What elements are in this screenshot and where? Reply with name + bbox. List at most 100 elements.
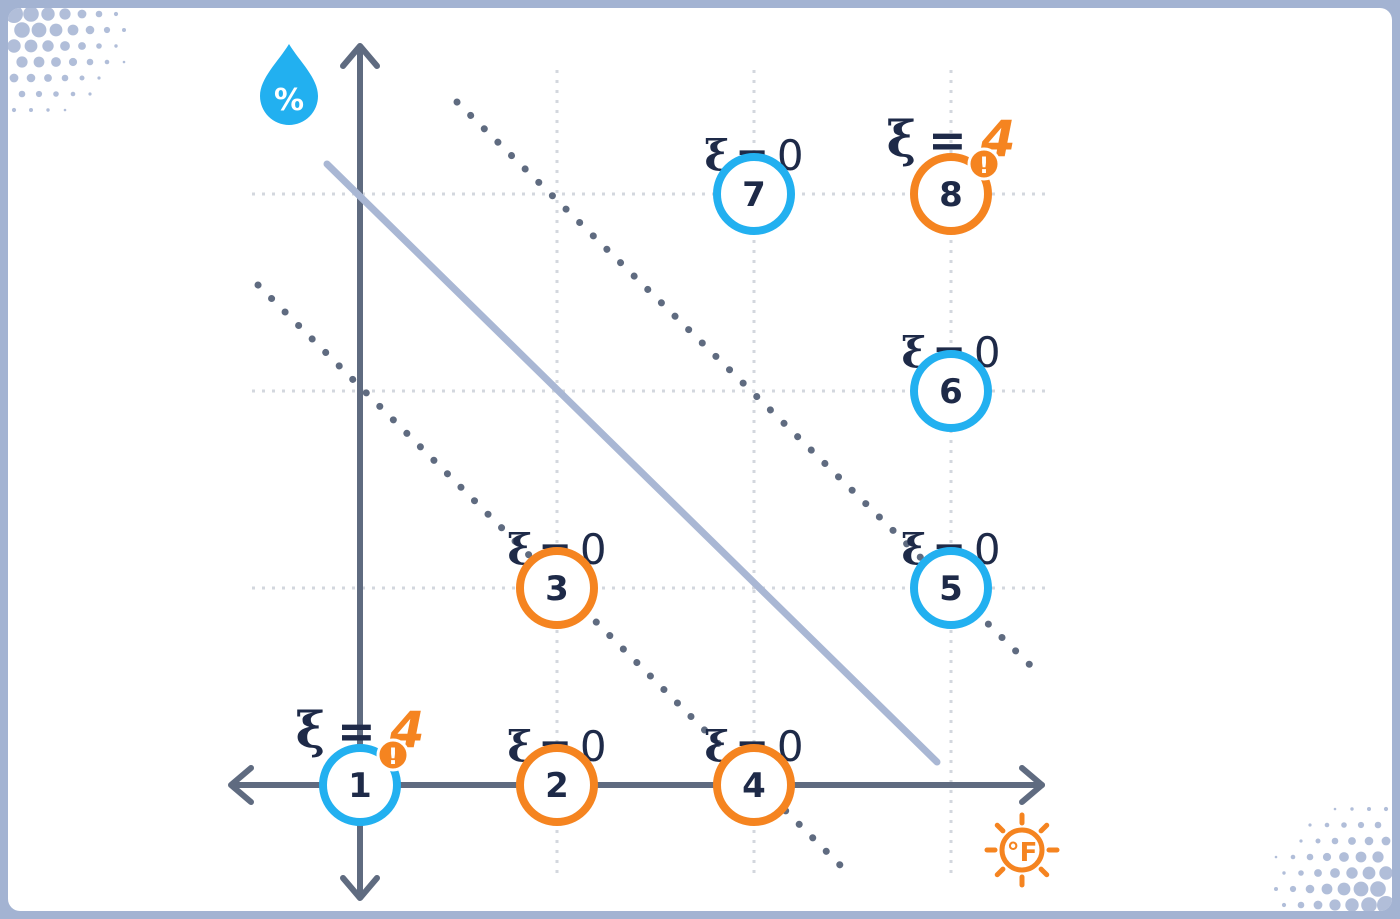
halftone-dot xyxy=(95,10,103,18)
svm-soft-margin-diagram: % °F ξ=41!ξ=02ξ=03ξ=04ξ=05ξ=06ξ=07ξ=48! xyxy=(8,8,1392,911)
point-ring xyxy=(910,350,992,432)
halftone-dot xyxy=(63,108,67,112)
halftone-dot xyxy=(122,60,126,64)
halftone-dot xyxy=(26,73,36,83)
halftone-dot xyxy=(1315,838,1321,844)
sun-ray xyxy=(994,866,1006,878)
halftone-dot xyxy=(59,8,71,20)
x-axis-arrow-right xyxy=(1019,765,1045,805)
halftone-dot xyxy=(31,22,47,38)
halftone-dot xyxy=(1308,823,1312,827)
halftone-dot xyxy=(1282,871,1286,875)
halftone-dot xyxy=(1289,885,1297,893)
y-axis-icon-label: % xyxy=(274,83,304,118)
point-number: 1 xyxy=(348,766,372,806)
halftone-dot xyxy=(88,92,92,96)
halftone-dot xyxy=(60,41,70,51)
halftone-dot xyxy=(1324,822,1330,828)
halftone-dot xyxy=(77,9,87,19)
halftone-dot xyxy=(1357,821,1365,829)
point-ring xyxy=(319,744,401,826)
data-points: ξ=41!ξ=02ξ=03ξ=04ξ=05ξ=06ξ=07ξ=48! xyxy=(296,109,1015,826)
halftone-dot xyxy=(85,25,95,35)
halftone-dot xyxy=(1290,854,1296,860)
temperature-fahrenheit-sun-icon: °F xyxy=(984,812,1060,888)
halftone-dot xyxy=(1370,881,1386,897)
halftone-dot xyxy=(1348,837,1356,845)
point-ring xyxy=(910,153,992,235)
halftone-dot xyxy=(1306,853,1314,861)
halftone-dot xyxy=(8,8,23,23)
halftone-decoration-bottom-right xyxy=(1274,806,1392,911)
point-ring xyxy=(910,547,992,629)
halftone-dot xyxy=(1313,900,1323,910)
halftone-dot xyxy=(96,43,102,49)
point-number: 3 xyxy=(545,569,569,609)
halftone-dot xyxy=(11,107,17,113)
halftone-dot xyxy=(1322,852,1332,862)
diagram-frame: % °F ξ=41!ξ=02ξ=03ξ=04ξ=05ξ=06ξ=07ξ=48! xyxy=(8,8,1392,911)
halftone-dot xyxy=(68,57,78,67)
halftone-dot xyxy=(104,59,110,65)
point-number: 2 xyxy=(545,766,569,806)
sun-ray xyxy=(994,822,1006,834)
data-point-2: ξ=02 xyxy=(507,722,607,826)
halftone-dot xyxy=(70,91,76,97)
halftone-dot xyxy=(114,44,118,48)
humidity-percent-drop-icon: % xyxy=(260,44,318,125)
halftone-dot xyxy=(1333,807,1337,811)
point-number: 6 xyxy=(939,372,963,412)
halftone-dot xyxy=(97,76,101,80)
halftone-dot xyxy=(1339,852,1349,862)
halftone-dot xyxy=(61,74,69,82)
halftone-dot xyxy=(122,28,126,32)
violation-badge-icon: ! xyxy=(376,738,410,772)
data-point-6: ξ=06 xyxy=(901,328,1001,432)
halftone-dot xyxy=(44,74,52,82)
halftone-dot xyxy=(1346,867,1358,879)
halftone-dot xyxy=(53,91,59,97)
halftone-dot xyxy=(113,11,119,17)
halftone-dot xyxy=(1364,836,1374,846)
halftone-dot xyxy=(1381,836,1391,846)
violation-mark: ! xyxy=(979,154,989,179)
halftone-dot xyxy=(1361,897,1377,911)
point-number: 4 xyxy=(742,766,766,806)
halftone-dot xyxy=(1305,884,1315,894)
data-point-8: ξ=48! xyxy=(887,109,1015,235)
halftone-dot xyxy=(1337,882,1351,896)
grid-lines xyxy=(252,70,1048,880)
halftone-dot xyxy=(1281,902,1287,908)
halftone-dot xyxy=(1353,881,1369,897)
point-number: 7 xyxy=(742,175,766,215)
halftone-dot xyxy=(86,58,94,66)
point-ring xyxy=(713,744,795,826)
point-number: 5 xyxy=(939,569,963,609)
halftone-dot xyxy=(9,73,19,83)
halftone-dot xyxy=(33,56,45,68)
halftone-dot xyxy=(1274,855,1278,859)
x-axis-arrow-left xyxy=(228,765,254,805)
halftone-dot xyxy=(1355,851,1367,863)
halftone-dot xyxy=(29,108,33,112)
data-point-3: ξ=03 xyxy=(507,525,607,629)
halftone-dot xyxy=(1297,901,1305,909)
halftone-dot xyxy=(16,56,28,68)
halftone-dot xyxy=(46,108,50,112)
halftone-dot xyxy=(23,8,39,22)
halftone-dot xyxy=(35,90,43,98)
sun-ray xyxy=(1038,822,1050,834)
halftone-decoration-top-left xyxy=(8,8,126,113)
halftone-dot xyxy=(1383,806,1389,812)
halftone-dot xyxy=(51,57,61,67)
halftone-dot xyxy=(78,42,86,50)
point-ring xyxy=(713,153,795,235)
slack-symbol: ξ xyxy=(296,700,326,759)
halftone-dot xyxy=(1321,883,1333,895)
halftone-dot xyxy=(1299,839,1303,843)
y-axis-arrow-down xyxy=(340,875,380,901)
data-point-4: ξ=04 xyxy=(704,722,804,826)
sun-ray xyxy=(1038,866,1050,878)
point-ring xyxy=(516,744,598,826)
halftone-dot xyxy=(1341,822,1347,828)
